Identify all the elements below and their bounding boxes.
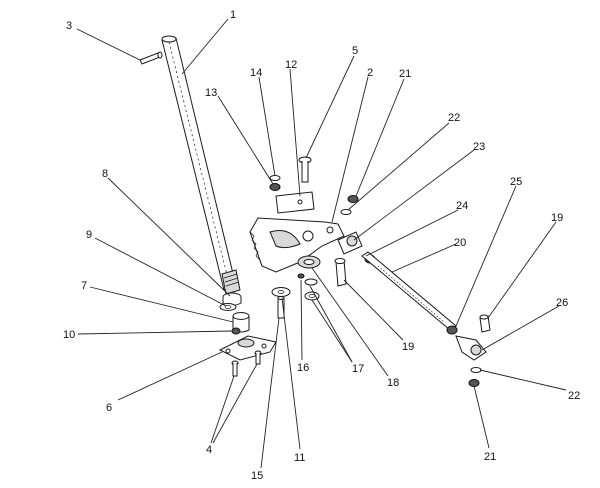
part-tie-rod [361,251,457,331]
part-sector-gear [249,217,345,273]
part-bolt-5 [298,156,312,183]
callout-3: 3 [66,20,72,32]
callout-19-right: 19 [551,212,563,224]
callout-6: 6 [106,402,112,414]
callout-14: 14 [250,67,262,79]
callout-21-lower: 21 [484,451,496,463]
part-washer-22-lower [470,367,482,373]
callout-8: 8 [102,168,108,180]
callout-12: 12 [285,59,297,71]
callout-16: 16 [297,362,309,374]
callout-2: 2 [367,67,373,79]
callout-24: 24 [456,200,468,212]
part-jam-nut-25 [446,325,458,335]
callout-26: 26 [556,297,568,309]
callout-15: 15 [251,470,263,482]
callout-21-upper: 21 [399,68,411,80]
part-steering-shaft [161,35,241,295]
callout-13: 13 [205,87,217,99]
part-plate-12 [275,191,315,214]
part-nut-21-lower [468,379,480,387]
leader-lines [76,18,567,469]
part-nut-10 [231,327,241,335]
part-pin [139,51,163,65]
callout-4: 4 [206,444,212,456]
callout-20: 20 [454,237,466,249]
part-nut-21-upper [347,195,359,203]
part-rod-end-26 [455,335,487,361]
callout-1: 1 [230,9,236,21]
callout-7: 7 [81,280,87,292]
callout-22-upper: 22 [448,112,460,124]
part-ball-joint-23 [337,231,363,255]
callout-19-center: 19 [402,341,414,353]
part-flange-washer-11 [271,287,291,297]
callout-25: 25 [510,176,522,188]
part-washer-22-upper [340,209,352,215]
callout-9: 9 [86,229,92,241]
callout-23: 23 [473,141,485,153]
callout-17: 17 [352,363,364,375]
part-bolt-4b [254,350,262,365]
part-bearing-18 [297,255,321,269]
part-pin-16 [297,273,305,279]
callout-11: 11 [294,452,305,464]
part-nut-13 [269,183,281,191]
part-washer-14 [269,175,281,181]
part-bracket-plate [218,335,277,361]
callout-10: 10 [63,329,75,341]
part-bolt-19-right [479,314,491,333]
callout-22-lower: 22 [568,390,580,402]
callout-18: 18 [387,377,399,389]
part-bushing-17a [304,278,318,286]
callout-5: 5 [352,45,358,57]
part-bolt-19-center [334,258,347,287]
part-bolt-4a [231,360,239,377]
callout-labels: 1 2 3 4 5 6 7 8 9 10 11 12 13 14 15 16 1… [63,9,580,482]
